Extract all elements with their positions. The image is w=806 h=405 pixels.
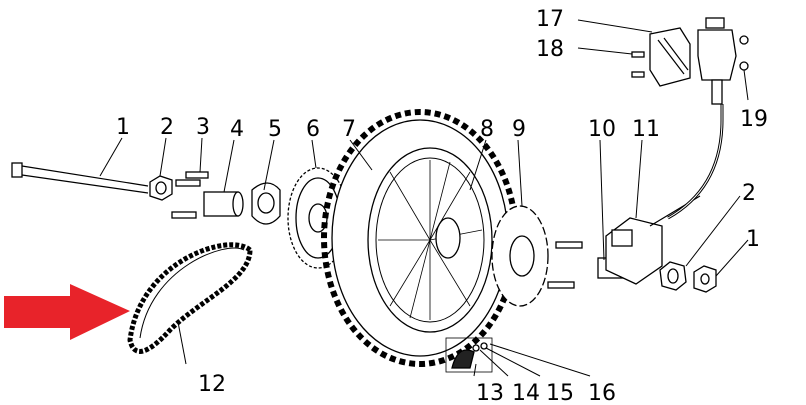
callout-2-right: 2 [742, 181, 756, 206]
sprocket-bolts [171, 171, 209, 219]
rear-axle [11, 162, 149, 194]
red-pointer-arrow [4, 284, 130, 340]
callout-6: 6 [306, 117, 320, 142]
axle-nut-right [659, 261, 687, 291]
callout-10: 10 [588, 117, 616, 142]
drive-chain [127, 242, 253, 354]
callout-17: 17 [536, 7, 564, 32]
axle-nut-left [149, 175, 173, 201]
callout-19: 19 [740, 107, 768, 132]
callout-12: 12 [198, 372, 226, 397]
chain-guide-parts [445, 337, 493, 373]
callout-5: 5 [268, 117, 282, 142]
callout-8: 8 [480, 117, 494, 142]
brake-hose [667, 104, 724, 220]
rear-wheel-tyre [321, 109, 519, 367]
callout-leader-lines [99, 19, 749, 377]
brake-caliper [605, 195, 701, 285]
callout-11: 11 [632, 117, 660, 142]
callout-16: 16 [588, 381, 616, 405]
callout-18: 18 [536, 37, 564, 62]
callout-3: 3 [196, 115, 210, 140]
brake-disc [491, 205, 549, 307]
callout-2: 2 [160, 115, 174, 140]
rear-master-cylinder [631, 17, 749, 105]
spacer-tube [203, 191, 244, 217]
axle-head-right [693, 265, 717, 293]
callout-14: 14 [512, 381, 540, 405]
callout-13: 13 [476, 381, 504, 405]
callout-9: 9 [512, 117, 526, 142]
callout-1: 1 [116, 115, 130, 140]
callout-7: 7 [342, 117, 356, 142]
callout-labels: 1 2 3 4 5 6 7 8 9 10 11 12 13 14 15 16 1… [116, 7, 768, 405]
sprocket-lock-plate [251, 182, 281, 225]
callout-4: 4 [230, 117, 244, 142]
callout-15: 15 [546, 381, 574, 405]
callout-1-right: 1 [746, 227, 760, 252]
